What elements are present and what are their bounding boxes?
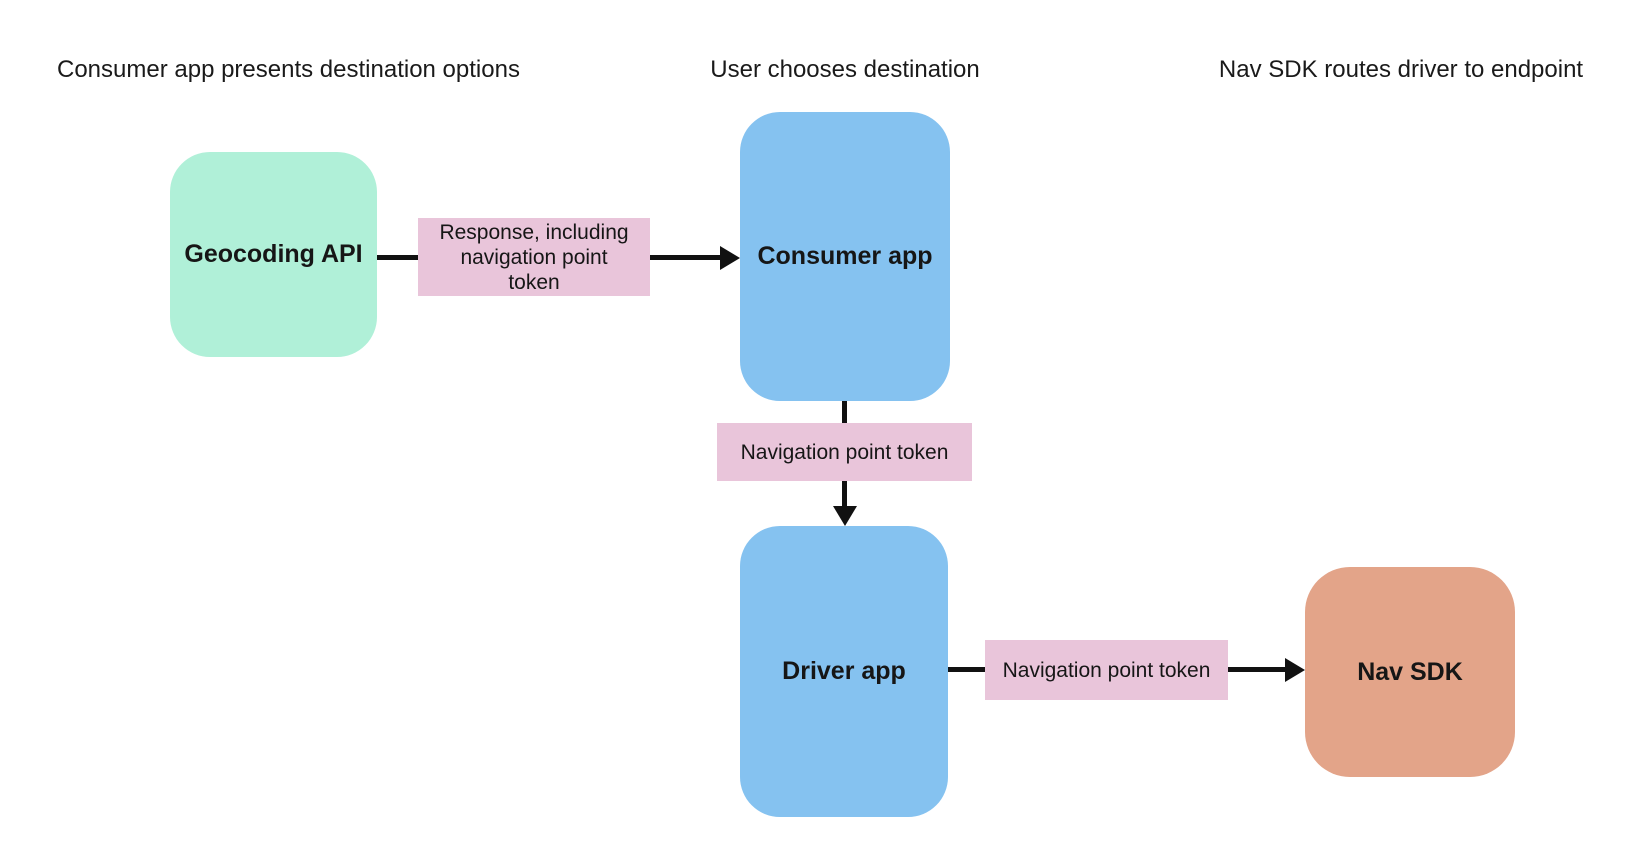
node-consumer-app: Consumer app	[740, 112, 950, 401]
column-header-navsdk-routes: Nav SDK routes driver to endpoint	[1218, 56, 1584, 83]
arrowhead-icon	[720, 246, 740, 270]
arrowhead-icon	[1285, 658, 1305, 682]
node-driver-app: Driver app	[740, 526, 948, 817]
node-geocoding-api: Geocoding API	[170, 152, 377, 357]
edge-label-response-including-token: Response, including navigation point tok…	[418, 218, 650, 296]
column-header-user-chooses: User chooses destination	[710, 56, 980, 83]
column-header-consumer-presents: Consumer app presents destination option…	[57, 56, 520, 83]
node-nav-sdk: Nav SDK	[1305, 567, 1515, 777]
arrowhead-icon	[833, 506, 857, 526]
edge-label-navigation-point-token-1: Navigation point token	[717, 423, 972, 481]
edge-label-navigation-point-token-2: Navigation point token	[985, 640, 1228, 700]
